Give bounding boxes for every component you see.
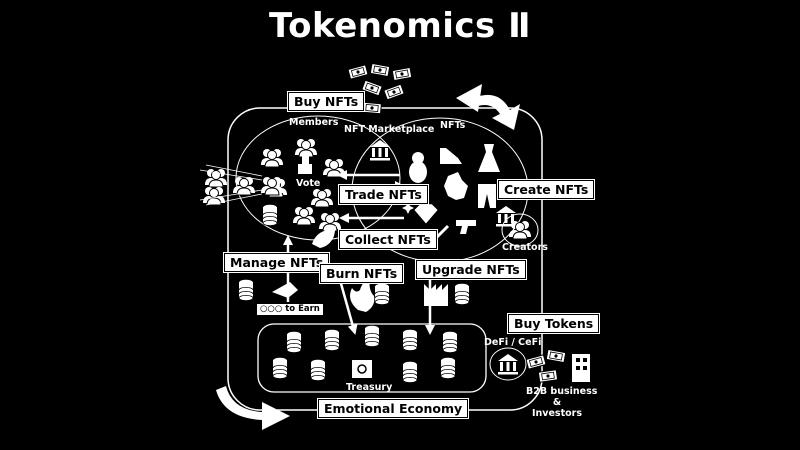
treasury-caption: Treasury [346, 382, 393, 393]
gun-icon [456, 220, 476, 234]
beaver-icon [409, 152, 427, 183]
dinosaur-icon [312, 226, 336, 248]
manage-nfts-label: Manage NFTs [222, 252, 331, 273]
refresh-arrow-icon [216, 386, 290, 430]
monster-icon [444, 172, 468, 200]
dress-icon [478, 144, 500, 172]
vote-box-icon [298, 156, 312, 174]
vote-caption: Vote [296, 178, 321, 189]
page-title: Tokenomics Ⅱ [268, 6, 532, 46]
collect-nfts-label: Collect NFTs [338, 229, 438, 250]
people-icon [509, 221, 531, 239]
to-earn-label: ○○○ to Earn [257, 304, 323, 315]
refresh-arrow-icon [456, 84, 520, 130]
defi-cefi-caption: DeFi / CeFi [484, 337, 542, 348]
emotional-economy-label: Emotional Economy [316, 398, 470, 419]
nfts-caption: NFTs [440, 120, 466, 131]
members-caption: Members [289, 117, 339, 128]
hand-icon [272, 282, 298, 298]
b2b-caption: B2B business & Investors [526, 386, 598, 419]
buy-nfts-label: Buy NFTs [286, 91, 366, 112]
sparkle-icon [402, 202, 414, 214]
safe-icon [352, 360, 372, 378]
creators-caption: Creators [502, 242, 548, 253]
bank-icon [498, 354, 518, 375]
b2b-line2: & [552, 397, 562, 408]
building-icon [572, 354, 590, 382]
b2b-line3: Investors [532, 408, 582, 419]
nft-marketplace-caption: NFT Marketplace [344, 124, 435, 135]
buy-tokens-label: Buy Tokens [506, 313, 601, 334]
trade-nfts-label: Trade NFTs [338, 184, 429, 205]
diamond-icon [413, 203, 439, 225]
b2b-line1: B2B business [526, 386, 598, 397]
coin-stack-icon [262, 203, 278, 227]
pants-icon [478, 184, 496, 208]
fire-icon [350, 278, 375, 312]
treasury-box [257, 323, 487, 393]
sneaker-icon [440, 148, 462, 164]
factory-icon [424, 284, 448, 306]
cash-icon [525, 349, 567, 383]
create-nfts-label: Create NFTs [496, 179, 596, 200]
burn-nfts-label: Burn NFTs [318, 263, 405, 284]
upgrade-nfts-label: Upgrade NFTs [415, 259, 527, 280]
